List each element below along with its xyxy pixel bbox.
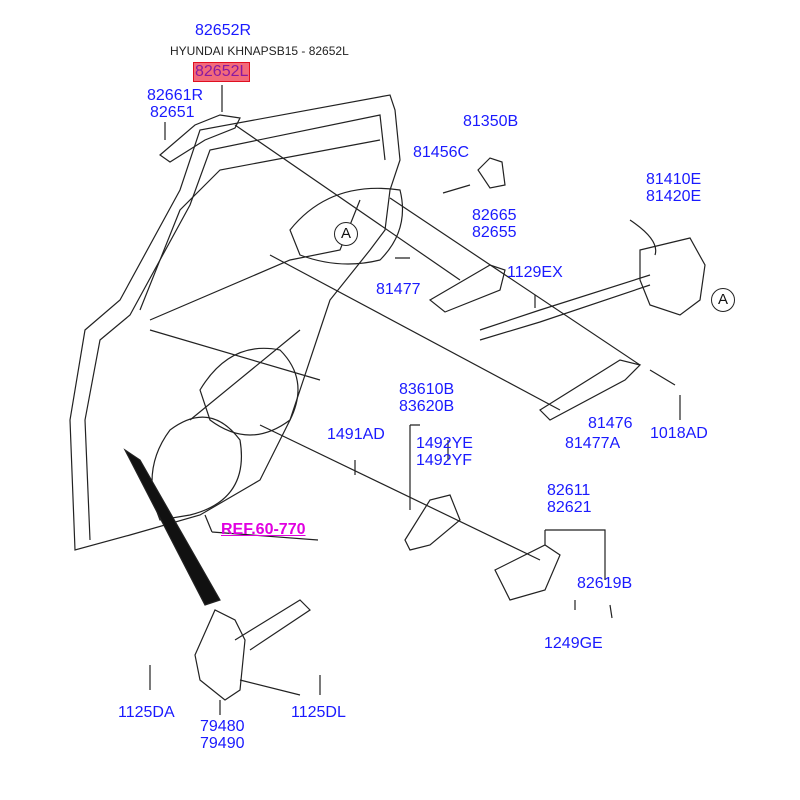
part-label-79490[interactable]: 79490 <box>200 735 245 752</box>
part-label-82652R[interactable]: 82652R <box>195 22 252 39</box>
handle-bezel <box>494 544 561 601</box>
part-label-81477A[interactable]: 81477A <box>565 435 621 452</box>
rod <box>539 359 642 421</box>
part-label-1125DA[interactable]: 1125DA <box>118 704 175 721</box>
door-latch-actuator <box>639 237 706 316</box>
part-label-83610B[interactable]: 83610B <box>399 381 455 398</box>
part-label-81477[interactable]: 81477 <box>376 281 421 298</box>
inside-handle <box>404 494 461 551</box>
door-checker <box>123 448 221 606</box>
door-panel <box>69 94 401 551</box>
part-label-1018AD[interactable]: 1018AD <box>650 425 708 442</box>
link-arm <box>428 264 506 313</box>
marker-a-actuator: A <box>711 288 735 312</box>
part-label-81476[interactable]: 81476 <box>588 415 633 432</box>
part-label-1492YE[interactable]: 1492YE <box>416 435 473 452</box>
part-label-1249GE[interactable]: 1249GE <box>544 635 603 652</box>
marker-a-door: A <box>334 222 358 246</box>
outside-handle <box>159 114 241 163</box>
part-label-1492YF[interactable]: 1492YF <box>416 452 473 469</box>
part-label-82652L-highlighted[interactable]: 82652L <box>193 62 251 82</box>
diagram-title: HYUNDAI KHNAPSB15 - 82652L <box>170 44 349 58</box>
part-label-1129EX[interactable]: 1129EX <box>507 264 563 281</box>
part-label-83620B[interactable]: 83620B <box>399 398 455 415</box>
bracket <box>477 157 506 189</box>
part-label-81420E[interactable]: 81420E <box>646 188 702 205</box>
part-label-1125DL[interactable]: 1125DL <box>291 704 346 721</box>
part-label-81410E[interactable]: 81410E <box>646 171 702 188</box>
part-label-82651[interactable]: 82651 <box>150 104 195 121</box>
reference-link[interactable]: REF.60-770 <box>221 521 306 538</box>
part-label-81350B[interactable]: 81350B <box>463 113 519 130</box>
part-label-82621[interactable]: 82621 <box>547 499 592 516</box>
part-label-82665[interactable]: 82665 <box>472 207 517 224</box>
part-label-1491AD[interactable]: 1491AD <box>327 426 385 443</box>
part-label-82619B[interactable]: 82619B <box>577 575 633 592</box>
part-label-82661R[interactable]: 82661R <box>147 87 204 104</box>
part-label-79480[interactable]: 79480 <box>200 718 245 735</box>
part-label-81456C[interactable]: 81456C <box>413 144 470 161</box>
part-label-82611[interactable]: 82611 <box>547 482 591 499</box>
part-label-82655[interactable]: 82655 <box>472 224 517 241</box>
